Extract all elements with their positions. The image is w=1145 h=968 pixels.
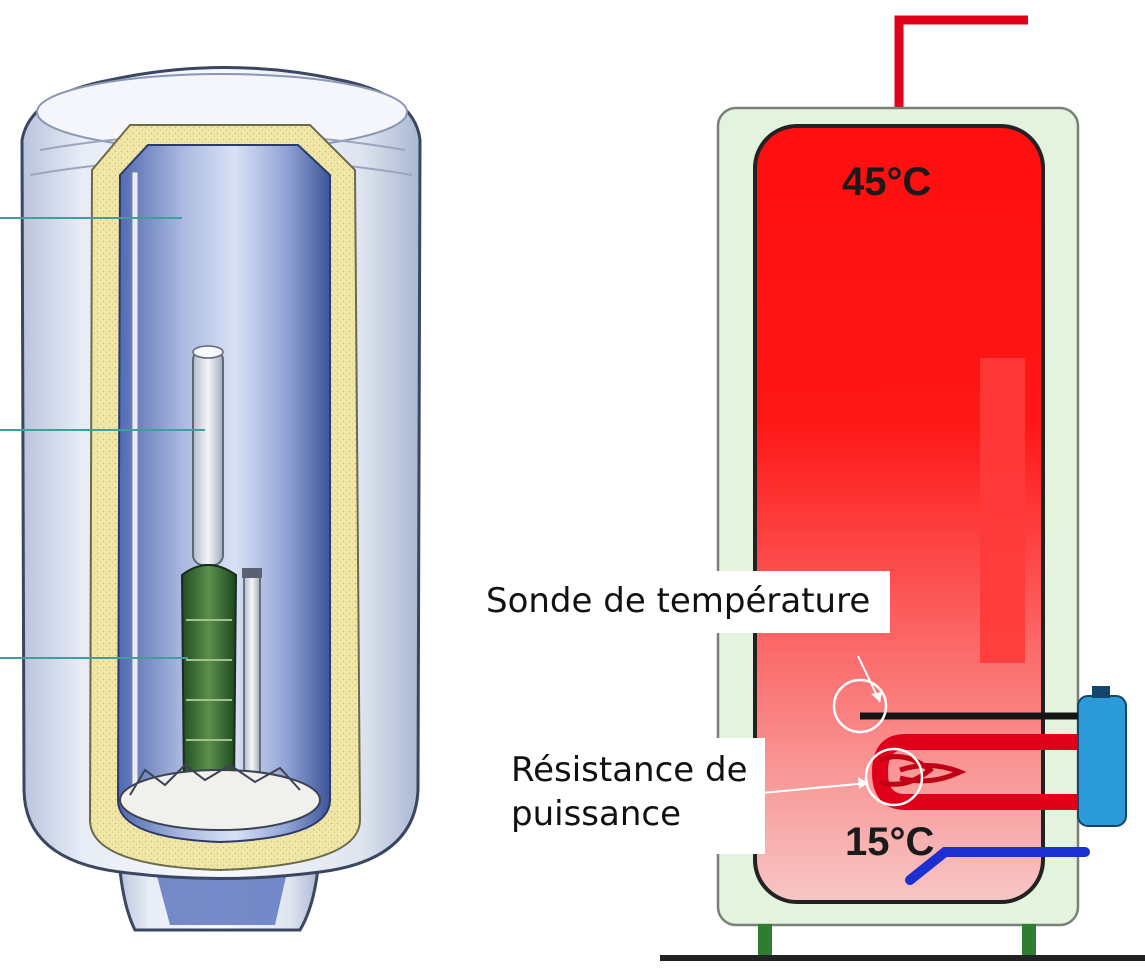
hot-water-tank (753, 124, 1045, 904)
tank-highlight-strip (980, 358, 1025, 663)
sheath-cap (192, 345, 224, 359)
top-temperature: 45°C (842, 160, 931, 204)
thermostat-knob (1092, 686, 1110, 698)
probe-highlight-circle (832, 678, 888, 734)
cold-water-pipe (905, 847, 1090, 885)
label-sonde-text: Sonde de température (486, 581, 871, 621)
leg-left (758, 924, 772, 956)
label-power-resistance: Résistance de puissance (503, 738, 765, 854)
resistance-coil (879, 754, 967, 787)
power-resistance (871, 734, 1078, 810)
thermostat-box (1077, 695, 1127, 827)
flange-teeth (129, 763, 301, 796)
leg-right (1022, 924, 1036, 956)
hot-water-pipe (894, 15, 1028, 130)
arrowhead-resistance (858, 777, 868, 789)
cutaway-water-heater (0, 66, 422, 932)
anode-rod (131, 171, 139, 793)
arrow-to-resistance (761, 782, 869, 794)
resistance-highlight-circle (864, 747, 924, 807)
schematic-water-heater: 45°C 15°C (660, 15, 1145, 961)
label-temperature-probe: Sonde de température (478, 571, 890, 633)
probe-top (242, 568, 262, 578)
heating-element-sheath (192, 349, 224, 566)
label-resistance-line2: puissance (511, 794, 681, 834)
arrowhead-probe (871, 692, 882, 702)
bottom-temperature: 15°C (845, 820, 934, 864)
label-resistance-line1: Résistance de (511, 750, 748, 790)
heating-element (180, 564, 238, 791)
